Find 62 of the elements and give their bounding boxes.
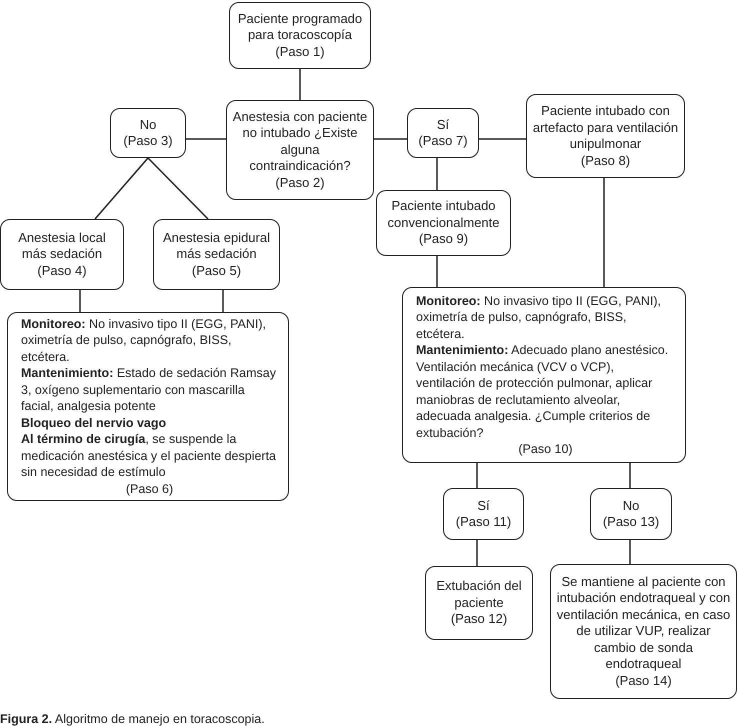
connector-line: [186, 138, 226, 140]
step-box: [376, 190, 511, 256]
step-box: [153, 219, 280, 290]
step-text: Se mantiene al paciente con intubación endotraqueal y con ventilación mecánica, en caso de utilizar VUP, realizar cambio de sonda endotraqueal: [556, 574, 732, 673]
step-box: [0, 219, 124, 290]
step-box: [407, 108, 479, 158]
step-text: Paciente programado para toracoscopía: [236, 10, 364, 44]
connector-line: [476, 540, 478, 566]
connector-line: [222, 290, 224, 312]
step-text: Extubación del paciente: [435, 578, 523, 612]
step-number: (Paso 2): [275, 174, 325, 192]
step-number: (Paso 9): [418, 231, 468, 248]
step-box: [443, 488, 524, 540]
step-text: No: [622, 498, 640, 514]
step-number: (Paso 12): [450, 611, 508, 628]
step-box: [110, 108, 186, 158]
step-number: (Paso 3): [123, 133, 173, 150]
connector-line: [479, 138, 526, 140]
figure-caption: Figura 2. Algoritmo de manejo en toracoscopia.: [0, 712, 265, 726]
step-number: (Paso 14): [615, 672, 672, 690]
step-text: Sí: [477, 498, 490, 514]
step-text: Al término de cirugía, se suspende la medicación anestésica y el paciente despierta sin necesidad de estímulo: [21, 431, 278, 481]
step-number: (Paso 5): [192, 262, 242, 280]
step-number: (Paso 6): [124, 480, 174, 498]
connector-line: [629, 540, 631, 564]
step-number: (Paso 7): [418, 133, 468, 150]
step-note-box: [402, 287, 686, 463]
step-box: [226, 100, 374, 200]
step-text: Bloqueo del nervio vago: [21, 414, 168, 432]
connector-line: [79, 290, 81, 312]
step-number: (Paso 13): [602, 514, 660, 530]
step-number: (Paso 8): [580, 152, 630, 169]
step-text: Monitoreo: No invasivo tipo II (EGG, PANI), oximetría de pulso, capnógrafo, BISS, etcétera.: [21, 316, 267, 366]
step-text: Mantenimiento: Adecuado plano anestésico. Ventilación mecánica (VCV o VCP), ventilación de protección pulmonar, aplicar maniobras de reclutamiento alveolar, adecuada analgesia. ¿Cumple criterios de extubación?: [416, 342, 670, 441]
connector-line: [436, 256, 438, 287]
step-number: (Paso 1): [275, 44, 325, 60]
step-text: Anestesia con paciente no intubado ¿Existe alguna contraindicación?: [232, 108, 368, 175]
step-text: Mantenimiento: Estado de sedación Ramsay 3, oxígeno suplementario con mascarilla facial, analgesia potente: [21, 365, 277, 415]
connector-line: [94, 158, 149, 220]
step-box: [229, 2, 371, 69]
step-number: (Paso 10): [517, 441, 574, 458]
step-number: (Paso 11): [456, 514, 512, 530]
step-text: Anestesia epidural más sedación: [162, 230, 271, 263]
step-box: [590, 488, 672, 540]
step-text: Anestesia local más sedación: [17, 230, 107, 263]
step-text: Paciente intubado convencionalmente: [386, 198, 501, 232]
step-number: (Paso 4): [37, 262, 87, 280]
connector-line: [436, 158, 438, 190]
step-note-box: [7, 312, 289, 501]
step-box: [550, 564, 737, 699]
connector-line: [299, 69, 301, 100]
step-text: Paciente intubado con artefacto para ventilación unipulmonar: [532, 103, 680, 152]
connector-line: [374, 138, 407, 140]
step-box: [425, 566, 533, 640]
step-box: [526, 94, 685, 178]
connector-line: [147, 157, 209, 220]
step-text: No: [140, 116, 156, 133]
connector-line: [603, 178, 605, 287]
step-text: Monitoreo: No invasivo tipo II (EGG, PANI), oximetría de pulso, capnógrafo, BISS, etcétera.: [416, 292, 662, 342]
connector-line: [476, 463, 478, 488]
step-text: Sí: [436, 116, 450, 133]
connector-line: [629, 463, 631, 488]
